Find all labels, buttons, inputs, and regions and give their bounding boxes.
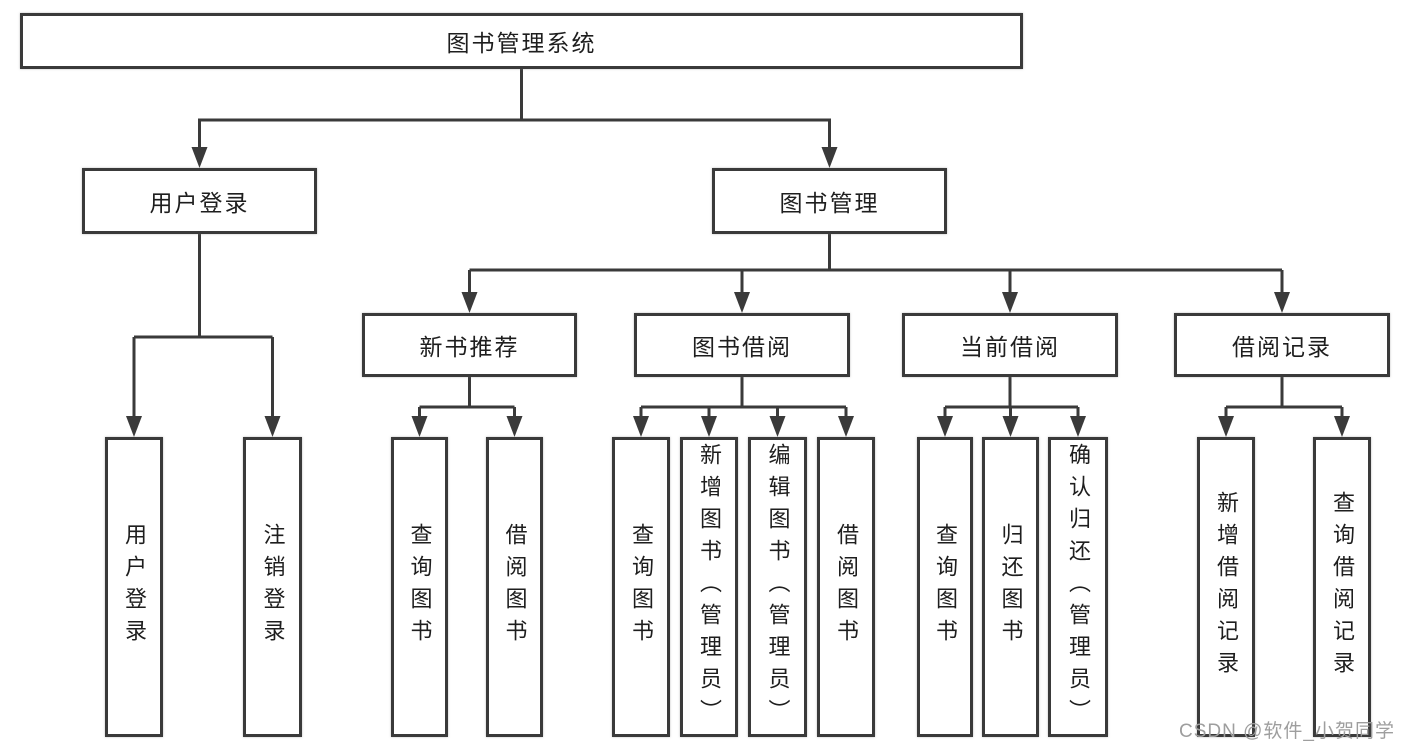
leaf-return-book: 归还图书 [982, 437, 1039, 737]
leaf-confirm-return-admin: 确认归还（管理员） [1048, 437, 1108, 737]
leaf-add-book-admin: 新增图书（管理员） [680, 437, 738, 737]
leaf-user-login: 用户登录 [105, 437, 163, 737]
leaf-borrow-book: 借阅图书 [817, 437, 875, 737]
arrowheads [126, 147, 1350, 437]
node-current-borrow: 当前借阅 [902, 313, 1118, 377]
node-book-borrow: 图书借阅 [634, 313, 850, 377]
node-new-book-recommend: 新书推荐 [362, 313, 577, 377]
node-root: 图书管理系统 [20, 13, 1023, 69]
leaf-query-borrow-record: 查询借阅记录 [1313, 437, 1371, 737]
node-borrow-record: 借阅记录 [1174, 313, 1390, 377]
leaf-edit-book-admin: 编辑图书（管理员） [748, 437, 807, 737]
leaf-borrow-query-book: 查询图书 [612, 437, 670, 737]
leaf-recommend-borrow-book: 借阅图书 [486, 437, 543, 737]
leaf-logout: 注销登录 [243, 437, 302, 737]
leaf-recommend-query-book: 查询图书 [391, 437, 448, 737]
leaf-add-borrow-record: 新增借阅记录 [1197, 437, 1255, 737]
csdn-watermark: CSDN @软件_小贺同学 [1179, 721, 1395, 742]
node-book-management: 图书管理 [712, 168, 947, 234]
leaf-current-query-book: 查询图书 [917, 437, 973, 737]
node-user-login: 用户登录 [82, 168, 317, 234]
